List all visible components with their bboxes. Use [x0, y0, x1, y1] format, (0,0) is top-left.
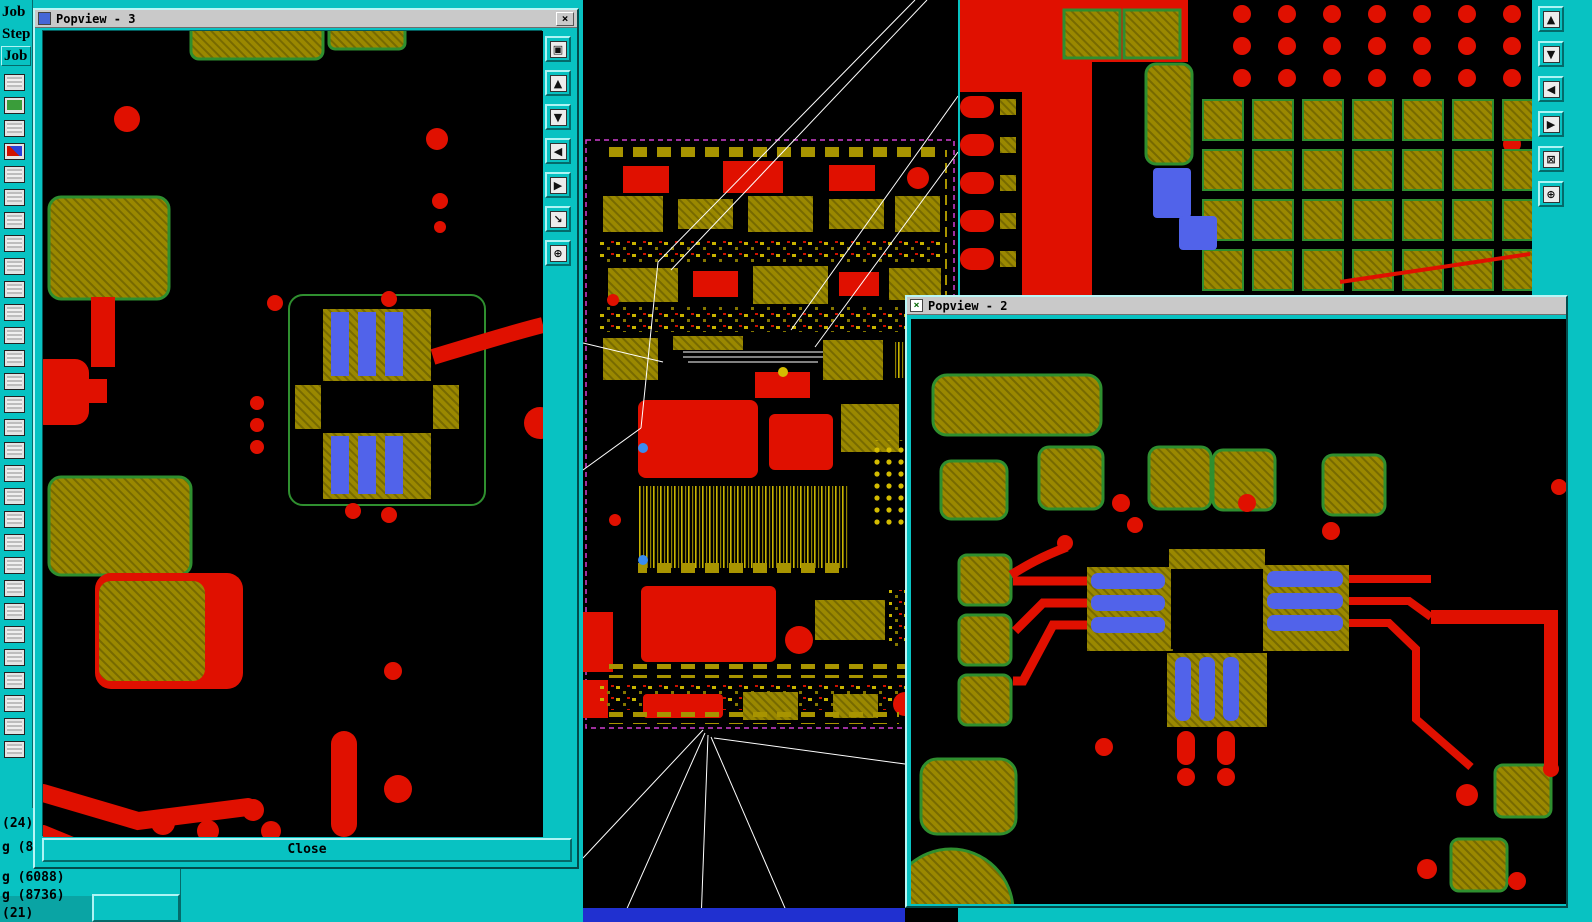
window-menu-icon[interactable]: ×	[910, 299, 923, 312]
popview3-window: Popview - 3 ×	[33, 8, 579, 869]
console-line: g (8736)	[2, 888, 65, 903]
popview2-title: Popview - 2	[928, 298, 1008, 313]
layer-toggle[interactable]	[4, 465, 25, 482]
popview2-board[interactable]	[911, 319, 1566, 904]
center-view-button[interactable]: ⊕	[1538, 181, 1564, 207]
layer-toggle[interactable]	[4, 189, 25, 206]
layer-toggle[interactable]	[4, 695, 25, 712]
layer-list	[0, 74, 32, 758]
layer-toggle[interactable]	[4, 304, 25, 321]
step-label: Step	[2, 26, 31, 42]
layer-toggle[interactable]	[4, 534, 25, 551]
window-menu-icon[interactable]	[38, 12, 51, 25]
zoom-corner-button[interactable]: ↘	[545, 206, 571, 232]
layer-toggle[interactable]	[4, 626, 25, 643]
layer-toggle[interactable]	[4, 350, 25, 367]
close-window-button[interactable]: ×	[556, 11, 574, 26]
clone-view-button[interactable]: ▣	[545, 36, 571, 62]
pan-right-button[interactable]: ▶	[545, 172, 571, 198]
popview2-window: × Popview - 2	[905, 295, 1568, 908]
board-view[interactable]	[583, 0, 958, 922]
zoom-box-button[interactable]: ⊠	[1538, 146, 1564, 172]
pan-left-button[interactable]: ◀	[1538, 76, 1564, 102]
pan-up-button[interactable]: ▲	[1538, 6, 1564, 32]
pan-down-icon: ▼	[1542, 45, 1560, 63]
layer-toggle[interactable]	[4, 718, 25, 735]
zoom-box-icon: ⊠	[1542, 150, 1560, 168]
job-panel-header[interactable]: Job	[1, 46, 31, 66]
pan-left-icon: ◀	[549, 142, 567, 160]
pan-right-icon: ▶	[549, 176, 567, 194]
layer-toggle[interactable]	[4, 327, 25, 344]
layer-toggle[interactable]	[4, 258, 25, 275]
layer-toggle[interactable]	[4, 649, 25, 666]
layer-toggle[interactable]	[4, 396, 25, 413]
pan-down-button[interactable]: ▼	[1538, 41, 1564, 67]
pan-down-button[interactable]: ▼	[545, 104, 571, 130]
job-label: Job	[2, 4, 26, 20]
net-lines	[583, 0, 958, 922]
pan-up-button[interactable]: ▲	[545, 70, 571, 96]
center-view-button[interactable]: ⊕	[545, 240, 571, 266]
layer-toggle[interactable]	[4, 212, 25, 229]
popview3-title: Popview - 3	[56, 11, 136, 26]
layer-toggle[interactable]	[4, 442, 25, 459]
pan-up-icon: ▲	[1542, 10, 1560, 28]
layer-toggle[interactable]	[4, 488, 25, 505]
popview3-close-button[interactable]: Close	[42, 838, 572, 862]
pan-right-button[interactable]: ▶	[1538, 111, 1564, 137]
popview2-canvas[interactable]	[911, 319, 1566, 904]
pan-left-icon: ◀	[1542, 80, 1560, 98]
console-footer	[0, 896, 92, 922]
pan-left-button[interactable]: ◀	[545, 138, 571, 164]
layer-toggle[interactable]	[4, 97, 25, 114]
layer-toggle[interactable]	[4, 672, 25, 689]
layer-toggle[interactable]	[4, 166, 25, 183]
layer-toggle[interactable]	[4, 373, 25, 390]
popview3-canvas[interactable]	[42, 30, 543, 837]
detail-canvas[interactable]	[960, 0, 1532, 295]
layer-toggle[interactable]	[4, 74, 25, 91]
popview3-titlebar[interactable]: Popview - 3 ×	[35, 10, 577, 28]
layer-toggle[interactable]	[4, 580, 25, 597]
popview3-board[interactable]	[43, 31, 543, 837]
sidebar: Job Step Job	[0, 0, 33, 922]
clone-view-icon: ▣	[549, 40, 567, 58]
layer-toggle[interactable]	[4, 741, 25, 758]
console-panel[interactable]	[92, 894, 180, 922]
layer-toggle[interactable]	[4, 603, 25, 620]
console-line: (21)	[2, 906, 34, 921]
popview3-toolbar: ▣ ▲ ▼ ◀ ▶ ↘ ⊕	[545, 36, 571, 266]
view-toolbar: ▲ ▼ ◀ ▶ ⊠ ⊕	[1532, 0, 1592, 295]
detail-view[interactable]	[960, 0, 1532, 295]
layer-toggle[interactable]	[4, 557, 25, 574]
center-view-icon: ⊕	[549, 244, 567, 262]
zoom-corner-icon: ↘	[549, 210, 567, 228]
pan-right-icon: ▶	[1542, 115, 1560, 133]
layer-toggle[interactable]	[4, 419, 25, 436]
main-board-canvas[interactable]	[583, 0, 958, 922]
selection-bar	[583, 908, 905, 922]
popview2-titlebar[interactable]: × Popview - 2	[907, 297, 1566, 315]
pan-down-icon: ▼	[549, 108, 567, 126]
console-line: (24)	[2, 816, 34, 831]
layer-toggle[interactable]	[4, 143, 25, 160]
console-line: g (8	[2, 840, 34, 855]
layer-toggle[interactable]	[4, 511, 25, 528]
layer-toggle[interactable]	[4, 120, 25, 137]
pan-up-icon: ▲	[549, 74, 567, 92]
layer-toggle[interactable]	[4, 235, 25, 252]
center-view-icon: ⊕	[1542, 185, 1560, 203]
layer-toggle[interactable]	[4, 281, 25, 298]
console-line: g (6088)	[2, 870, 65, 885]
